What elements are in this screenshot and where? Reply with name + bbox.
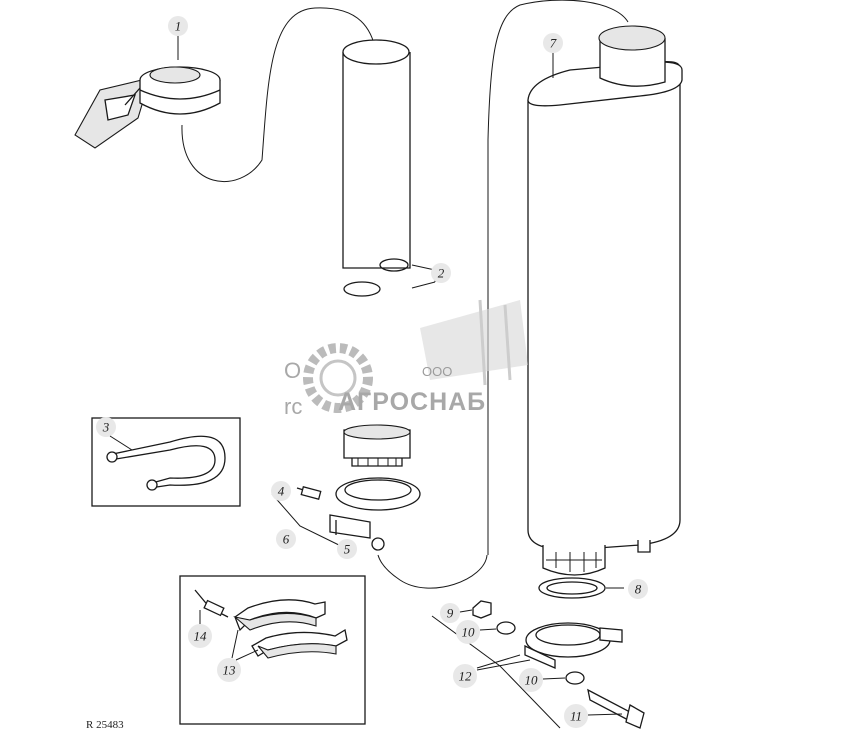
- callout-2: 2: [431, 263, 451, 283]
- callout-6-label: 6: [283, 532, 290, 547]
- callout-8-label: 8: [635, 582, 642, 597]
- callout-11: 11: [564, 704, 623, 728]
- pipe-clamp-part: [271, 477, 421, 551]
- callout-3: 3: [96, 417, 133, 451]
- callout-4: 4: [271, 481, 291, 501]
- callout-13-label: 13: [223, 663, 237, 678]
- alternate-clamp-part: [179, 575, 366, 725]
- callout-10-upper: 10: [456, 620, 497, 644]
- callout-6: 6: [276, 529, 296, 549]
- assembly-connector-lines: [181, 0, 629, 589]
- callout-9-label: 9: [447, 606, 454, 621]
- watermark-company-prefix: ООО: [422, 364, 452, 379]
- callout-14: 14: [188, 610, 212, 648]
- callout-14-label: 14: [194, 629, 208, 644]
- watermark-fragment-bottom: rc: [284, 394, 302, 419]
- callout-4-label: 4: [278, 484, 285, 499]
- callout-8: 8: [628, 579, 648, 599]
- callout-13: 13: [217, 629, 259, 682]
- callout-11-label: 11: [570, 709, 582, 724]
- rain-cap-part: [74, 66, 221, 149]
- muffler-part: [527, 25, 683, 576]
- callout-10-lower: 10: [519, 668, 566, 692]
- callout-10-lower-label: 10: [525, 673, 539, 688]
- callout-9: 9: [440, 603, 473, 623]
- exhaust-pipe-part: [342, 39, 436, 467]
- u-bolt-part: [91, 417, 241, 507]
- watermark-company-name: АГРОСНАБ: [338, 388, 486, 416]
- callout-10-upper-label: 10: [462, 625, 476, 640]
- callout-7-label: 7: [550, 36, 557, 51]
- callout-2-label: 2: [438, 266, 445, 281]
- callout-12: 12: [453, 654, 531, 688]
- watermark-fragment-top: О: [284, 358, 301, 383]
- callout-7: 7: [543, 33, 563, 78]
- callout-5-label: 5: [344, 542, 351, 557]
- callout-12-label: 12: [459, 669, 473, 684]
- callout-1-label: 1: [175, 19, 182, 34]
- callout-3-label: 3: [102, 420, 110, 435]
- drawing-reference-number: R 25483: [86, 719, 124, 731]
- gasket-part: [538, 577, 624, 599]
- callout-1: 1: [168, 16, 188, 60]
- callout-5: 5: [337, 539, 357, 559]
- agrosnab-watermark: ООО АГРОСНАБ О rc: [284, 299, 528, 419]
- callout-labels: 1 2 3 4 5 6 7 8: [96, 16, 648, 728]
